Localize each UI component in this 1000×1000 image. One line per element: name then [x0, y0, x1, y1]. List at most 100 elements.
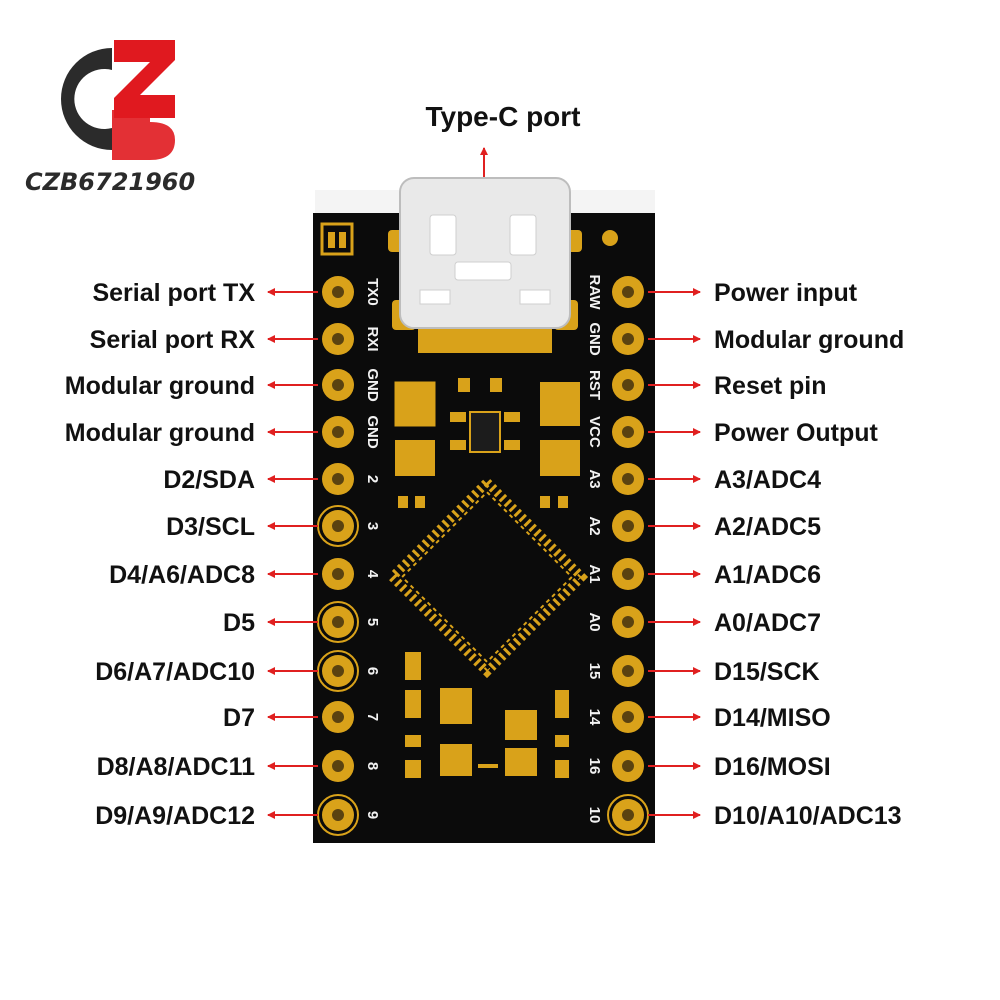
pin-hole	[622, 520, 634, 532]
silkscreen-left-3: GND	[364, 415, 381, 449]
smd-pad-7	[405, 652, 421, 680]
pin-label: A1/ADC6	[714, 561, 821, 589]
usb-c-shell	[399, 177, 571, 329]
right-pin-a2-adc5	[612, 510, 644, 542]
silkscreen-left-6: 4	[364, 570, 381, 579]
pin-hole	[622, 286, 634, 298]
pin-label: Serial port RX	[90, 326, 256, 354]
pin-label: D6/A7/ADC10	[95, 658, 255, 686]
lower-components	[405, 652, 569, 778]
silkscreen-right-8: 15	[586, 663, 603, 680]
pin-hole	[332, 286, 344, 298]
left-pin-modular-ground	[322, 416, 354, 448]
pin-label: D5	[223, 609, 255, 637]
pin-label: D4/A6/ADC8	[109, 561, 255, 589]
pin-hole	[622, 616, 634, 628]
right-pin-d16-mosi	[612, 750, 644, 782]
pin-label: Modular ground	[714, 326, 904, 354]
right-pin-a0-adc7	[612, 606, 644, 638]
smd-pad-1	[458, 378, 470, 392]
silkscreen-right-11: 10	[586, 807, 603, 824]
usb-c-signal-pads	[418, 325, 552, 353]
usb-c-opening-right	[509, 214, 537, 256]
pin-hole	[622, 760, 634, 772]
pin-hole	[622, 379, 634, 391]
pin-hole	[332, 568, 344, 580]
pin-label: D2/SDA	[163, 466, 255, 494]
silkscreen-left-10: 8	[364, 762, 381, 770]
jumper-pad-b	[339, 232, 346, 248]
pin-label: D10/A10/ADC13	[714, 802, 902, 830]
pin-hole	[332, 665, 344, 677]
crystal-pad-d	[505, 748, 537, 776]
right-pin-d14-miso	[612, 701, 644, 733]
left-pin-d9-a9-adc12	[317, 794, 359, 836]
silkscreen-right-9: 14	[586, 709, 603, 726]
voltage-regulator-area	[394, 378, 580, 508]
type-c-port-label: Type-C port	[425, 101, 580, 132]
pin-hole	[332, 473, 344, 485]
regulator-leg-3	[450, 440, 466, 450]
regulator-chip	[469, 411, 501, 453]
usb-c-leg-left	[419, 289, 451, 305]
pin-label: D3/SCL	[166, 513, 255, 541]
silkscreen-right-1: GND	[586, 322, 603, 356]
right-pin-d10-a10-adc13	[607, 794, 649, 836]
pin-hole	[622, 809, 634, 821]
pin-hole	[622, 333, 634, 345]
usb-c-leg-right	[519, 289, 551, 305]
pin-hole	[332, 426, 344, 438]
pin-label: D7	[223, 704, 255, 732]
left-pin-d3-scl	[317, 505, 359, 547]
left-pin-d8-a8-adc11	[322, 750, 354, 782]
right-pin-reset-pin	[612, 369, 644, 401]
pin-hole	[332, 520, 344, 532]
pin-hole	[332, 809, 344, 821]
logo-z-shape	[114, 40, 175, 118]
pin-hole	[622, 711, 634, 723]
crystal-pad-b	[440, 744, 472, 776]
usb-c-opening-left	[429, 214, 457, 256]
left-pin-modular-ground	[322, 369, 354, 401]
silkscreen-right-10: 16	[586, 758, 603, 775]
silkscreen-left-9: 7	[364, 713, 381, 721]
pin-label: D14/MISO	[714, 704, 831, 732]
regulator-leg-2	[504, 412, 520, 422]
smd-pad-2	[490, 378, 502, 392]
silkscreen-right-7: A0	[586, 612, 603, 631]
trace	[478, 764, 498, 768]
smd-pad-13	[555, 760, 569, 778]
smd-pad-3	[398, 496, 408, 508]
silkscreen-right-0: RAW	[586, 275, 603, 311]
silkscreen-right-5: A2	[586, 516, 603, 535]
regulator-pad-b	[395, 440, 435, 476]
pin-label: Power input	[714, 279, 858, 307]
right-pin-power-input	[612, 276, 644, 308]
smd-pad-10	[405, 760, 421, 778]
regulator-leg-1	[450, 412, 466, 422]
pin-label: Serial port TX	[92, 279, 255, 307]
silkscreen-right-6: A1	[586, 564, 603, 583]
pin-hole	[332, 379, 344, 391]
smd-pad-9	[405, 735, 421, 747]
right-pin-d15-sck	[612, 655, 644, 687]
pin-label: A3/ADC4	[714, 466, 821, 494]
smd-pad-4	[415, 496, 425, 508]
logo-b-shape	[112, 110, 175, 160]
solder-jumper	[320, 222, 354, 256]
pin-label: Power Output	[714, 419, 879, 447]
pin-label: A2/ADC5	[714, 513, 821, 541]
logo-text: CZB6721960	[25, 168, 195, 196]
left-pin-d4-a6-adc8	[322, 558, 354, 590]
pin-hole	[622, 665, 634, 677]
silkscreen-left-1: RXI	[364, 326, 381, 351]
pin-hole	[332, 616, 344, 628]
smd-pad-8	[405, 690, 421, 718]
pin-label: Reset pin	[714, 372, 827, 400]
